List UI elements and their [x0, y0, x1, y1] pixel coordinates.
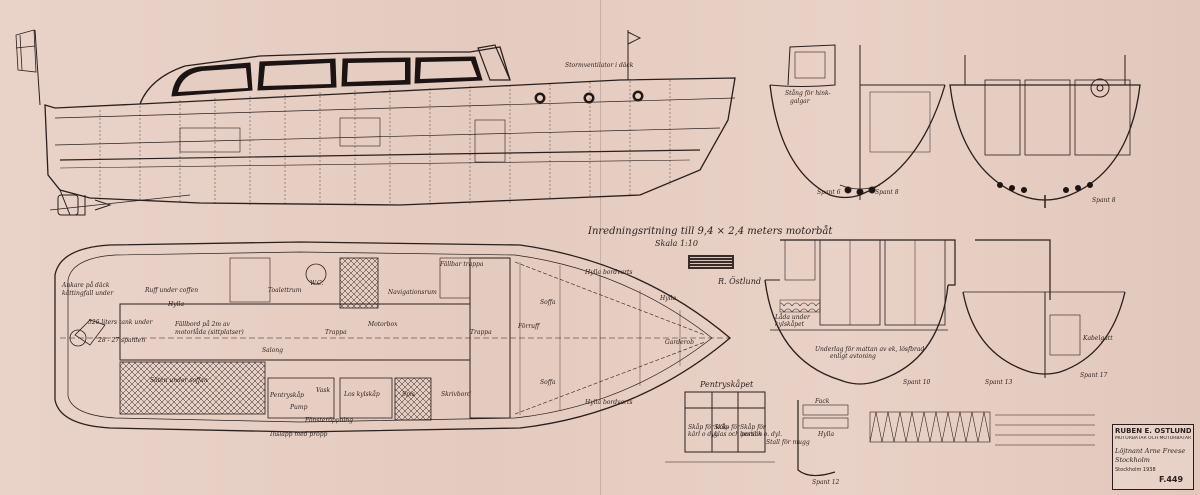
- label-forruff: Förruff: [518, 323, 540, 330]
- label-ankare: Ankare på däck: [62, 282, 110, 289]
- label-spant8b: Spant 8: [1092, 197, 1116, 204]
- label-toalettrum: Toalettrum: [268, 287, 302, 294]
- section-spant-8: [949, 55, 1141, 208]
- pentry-skap-glas2: glas och porslin: [714, 431, 763, 438]
- label-wc: W.C.: [310, 280, 324, 287]
- label-spant12: Spant 12: [812, 479, 840, 486]
- pentry-skap-koks2: kärl o dyl.: [688, 431, 719, 438]
- label-lada-kylskap2: kylskåpet: [775, 321, 805, 328]
- label-lada-kylskap: Låda under: [775, 314, 810, 321]
- label-pallbord-sub: motorlåda (sittplatser): [175, 329, 244, 336]
- windscreen: [477, 44, 511, 81]
- pentry-fack: Fack: [815, 398, 830, 405]
- pentry-skap-koks: Skåp för kök-: [688, 424, 729, 431]
- label-skrivbord: Skrivbord: [441, 391, 472, 398]
- steering-wheel: [1090, 78, 1110, 98]
- pentry-shelf-label: Stall för mugg: [766, 439, 810, 446]
- tb-number: F.449: [1159, 475, 1184, 484]
- pentry-skap-glas: Skåp för: [714, 424, 740, 431]
- label-pentry: Pentryskåp: [270, 392, 304, 399]
- label-spant8a: Spant 8: [875, 189, 899, 196]
- label-tank: 526 liters tank under: [88, 319, 153, 326]
- section-spant-6-8: [769, 44, 946, 200]
- label-hylla-side: Hylla: [660, 295, 677, 302]
- label-soffa-bottom: Soffa: [540, 379, 556, 386]
- label-pallbord: Fällbord på 2m av: [175, 321, 230, 328]
- label-ruff: Ruff under coffen: [145, 287, 199, 294]
- label-kattingall: kättingfall under: [62, 290, 114, 297]
- label-underlag2: enligt avtoning: [830, 353, 876, 360]
- label-spant17: Spant 17: [1080, 372, 1108, 379]
- drawing-title: Inredningsritning till 9,4 × 2,4 meters …: [588, 226, 833, 237]
- label-spis: Spis: [402, 391, 415, 398]
- label-los-kylskap: Los kylskåp: [344, 391, 380, 398]
- section-spant-10: [764, 239, 956, 385]
- label-hylla-mid: Hylla: [168, 301, 185, 308]
- label-trappa: Trappa: [325, 329, 347, 336]
- tb-subtitle: MOTORBÅTAR OCH MOTORBÅTARNAS: [1115, 436, 1191, 441]
- label-falltrappor: Fällbar trappa: [440, 261, 484, 268]
- label-navigation: Navigationsrum: [388, 289, 437, 296]
- label-spant6: Spant 6: [817, 189, 841, 196]
- label-trappa2: Trappa: [470, 329, 492, 336]
- pentry-detail: [665, 391, 849, 477]
- label-pump: Pump: [290, 404, 308, 411]
- fold-line: [600, 0, 601, 495]
- label-spant13: Spant 13: [985, 379, 1013, 386]
- label-soffa-top: Soffa: [540, 299, 556, 306]
- label-stang-hinkar2: galgar: [790, 98, 810, 105]
- label-sofor: Säten under soffan: [150, 377, 208, 384]
- pentry-title: Pentryskåpet: [700, 380, 754, 389]
- pentry-skap-bestick2: bestick o. dyl.: [740, 431, 783, 438]
- drawing-scale: Skala 1:10: [655, 239, 698, 248]
- label-hylla-bottom: Hylla bordvarts: [585, 399, 633, 406]
- label-vask: Vask: [316, 387, 331, 394]
- label-motorbox: Motorbox: [368, 321, 398, 328]
- label-fonsteroppning: Fönsteröppning: [305, 417, 354, 424]
- label-hylla-top: Hylla bordvarts: [585, 269, 633, 276]
- label-salong: Salong: [262, 347, 283, 354]
- tb-company: RUBEN E. ÖSTLUND: [1115, 427, 1191, 435]
- pentry-skap-bestick: Skåp för: [740, 424, 766, 431]
- label-kabelgatt: Kabelgatt: [1083, 335, 1113, 342]
- label-underlag: Underlag för mattan av ek, lösfbrad: [815, 346, 925, 353]
- tb-owner: Löjtnant Arne Freese: [1115, 447, 1186, 455]
- label-stormventilator: Stormventilator i däck: [565, 62, 634, 69]
- tb-date: Stockholm 1938: [1115, 467, 1156, 473]
- label-tank-sub: 28 - 27 spanten: [98, 337, 146, 344]
- spring-detail: [869, 411, 1095, 446]
- label-spant10: Spant 10: [903, 379, 931, 386]
- label-stang-hinkar: Stång för hink-: [785, 90, 831, 97]
- plan-view: [54, 241, 732, 433]
- label-garderob: Garderob: [665, 339, 694, 346]
- section-spant-13-17: [962, 239, 1126, 378]
- tb-city: Stockholm: [1115, 456, 1150, 464]
- signature-note: [688, 255, 734, 269]
- side-profile: [15, 29, 736, 216]
- pentry-hylla: Hylla: [818, 431, 835, 438]
- signature: R. Östlund: [718, 277, 761, 286]
- title-block: RUBEN E. ÖSTLUND MOTORBÅTAR OCH MOTORBÅT…: [1112, 424, 1194, 490]
- label-insprutning: Insläpp med propp: [270, 431, 328, 438]
